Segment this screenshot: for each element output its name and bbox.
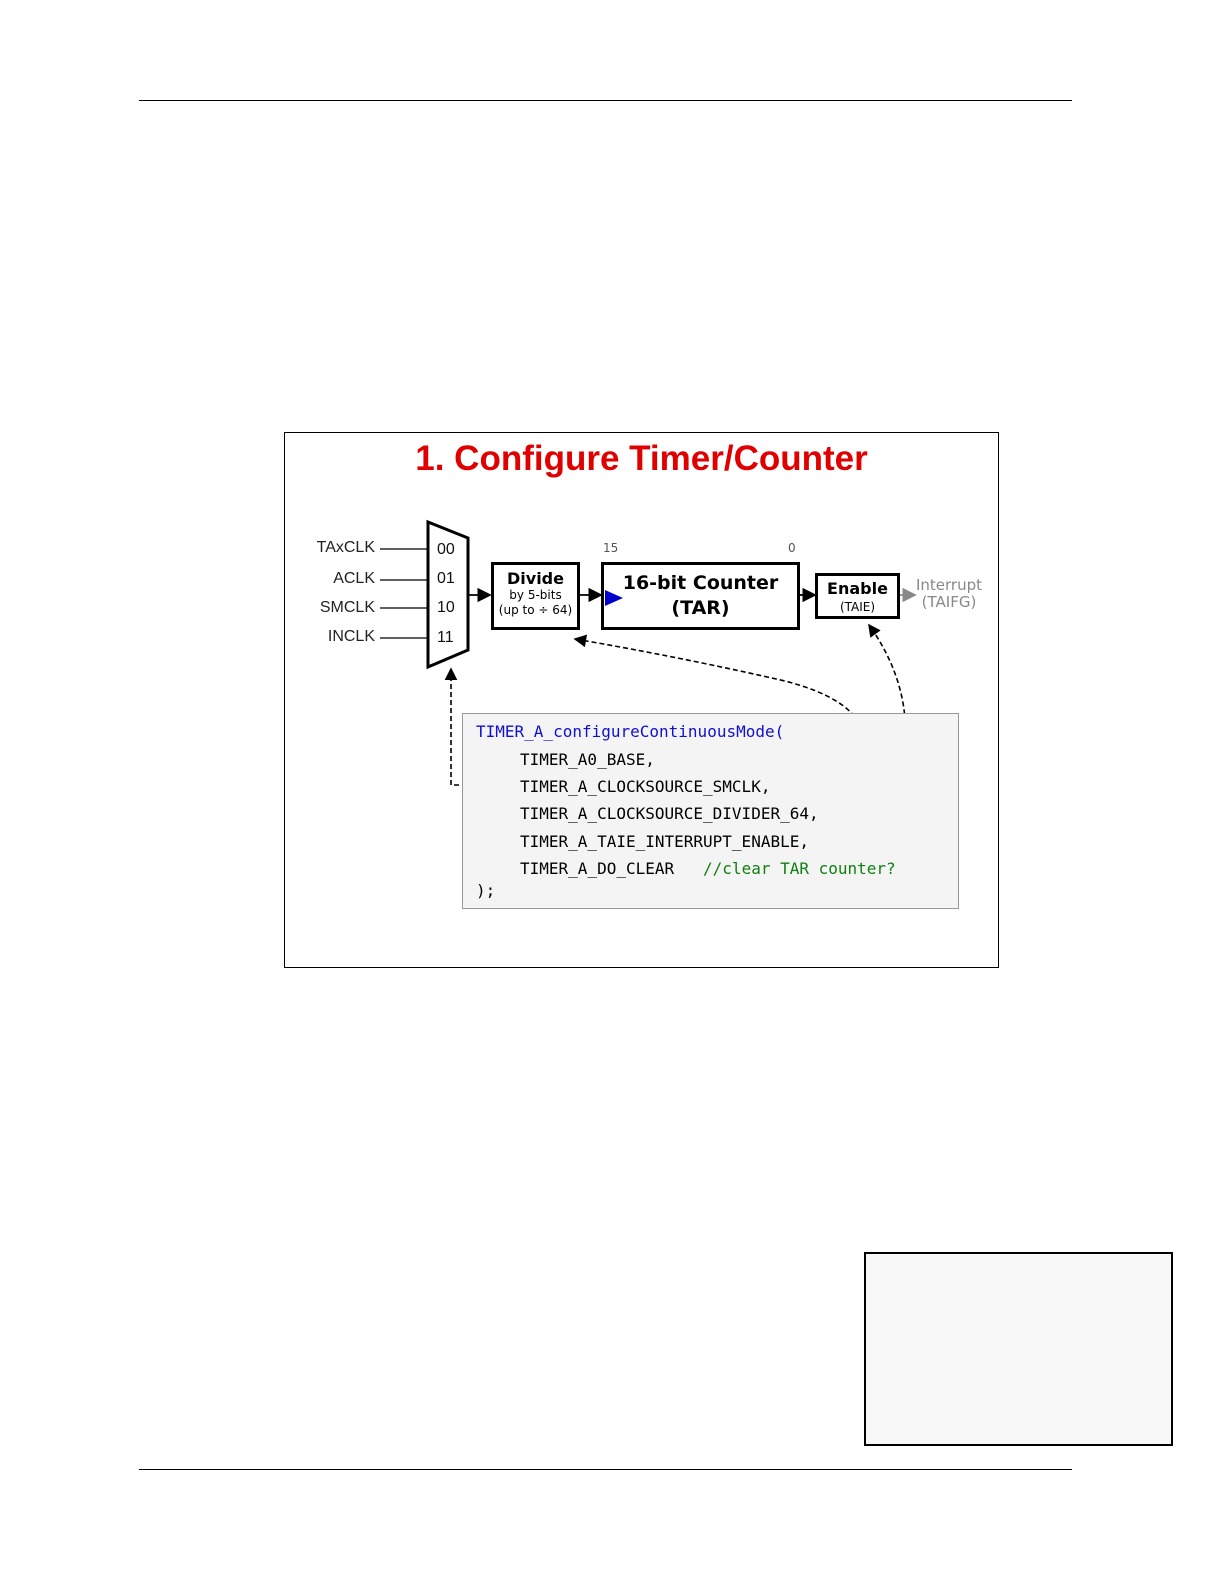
code-arg-clocksource: TIMER_A_CLOCKSOURCE_SMCLK, bbox=[520, 777, 771, 796]
counter-bit-high: 15 bbox=[603, 541, 619, 555]
divider-range: (up to ÷ 64) bbox=[498, 603, 573, 617]
enable-title: Enable bbox=[827, 579, 888, 598]
header-rule bbox=[139, 100, 1072, 101]
clock-label-inclk: INCLK bbox=[327, 628, 375, 645]
clock-label-taxclk: TAxCLK bbox=[316, 539, 375, 556]
clock-input-marker-icon bbox=[605, 590, 623, 606]
mux-input-11: 11 bbox=[437, 629, 454, 646]
code-arg-interrupt: TIMER_A_TAIE_INTERRUPT_ENABLE, bbox=[520, 832, 809, 851]
clock-label-aclk: ACLK bbox=[333, 570, 375, 587]
clock-mux bbox=[426, 519, 470, 670]
clock-label-smclk: SMCLK bbox=[319, 599, 375, 616]
mux-input-10: 10 bbox=[437, 599, 455, 616]
counter-title: 16-bit Counter bbox=[622, 572, 779, 594]
code-function: TIMER_A_configureContinuousMode( bbox=[476, 722, 785, 741]
footer-rule bbox=[139, 1469, 1072, 1470]
code-arg-base: TIMER_A0_BASE, bbox=[520, 750, 655, 769]
mux-input-01: 01 bbox=[437, 570, 455, 587]
counter-block: 16-bit Counter (TAR) bbox=[601, 562, 800, 630]
code-close: ); bbox=[476, 881, 496, 900]
counter-register: (TAR) bbox=[671, 597, 730, 619]
interrupt-flag: (TAIFG) bbox=[921, 593, 977, 611]
interrupt-label: Interrupt bbox=[915, 576, 983, 594]
code-snippet: TIMER_A_configureContinuousMode( TIMER_A… bbox=[462, 713, 959, 909]
code-arg-clear-line: TIMER_A_DO_CLEAR //clear TAR counter? bbox=[520, 859, 896, 879]
side-note-box bbox=[864, 1252, 1173, 1446]
slide-title: 1. Configure Timer/Counter bbox=[415, 439, 868, 478]
code-arg-clear: TIMER_A_DO_CLEAR bbox=[520, 859, 675, 878]
code-arg-divider: TIMER_A_CLOCKSOURCE_DIVIDER_64, bbox=[520, 804, 819, 823]
enable-block: Enable (TAIE) bbox=[815, 573, 900, 619]
divider-bits: by 5-bits bbox=[509, 588, 562, 602]
code-comment: //clear TAR counter? bbox=[703, 859, 896, 878]
slide-figure: 1. Configure Timer/Counter TAxCL bbox=[284, 432, 999, 968]
divider-title: Divide bbox=[507, 569, 564, 588]
mux-input-00: 00 bbox=[437, 541, 455, 558]
divider-block: Divide by 5-bits (up to ÷ 64) bbox=[491, 562, 580, 630]
counter-bit-low: 0 bbox=[788, 541, 796, 555]
interrupt-output: Interrupt (TAIFG) bbox=[911, 577, 987, 611]
enable-register: (TAIE) bbox=[839, 600, 876, 614]
